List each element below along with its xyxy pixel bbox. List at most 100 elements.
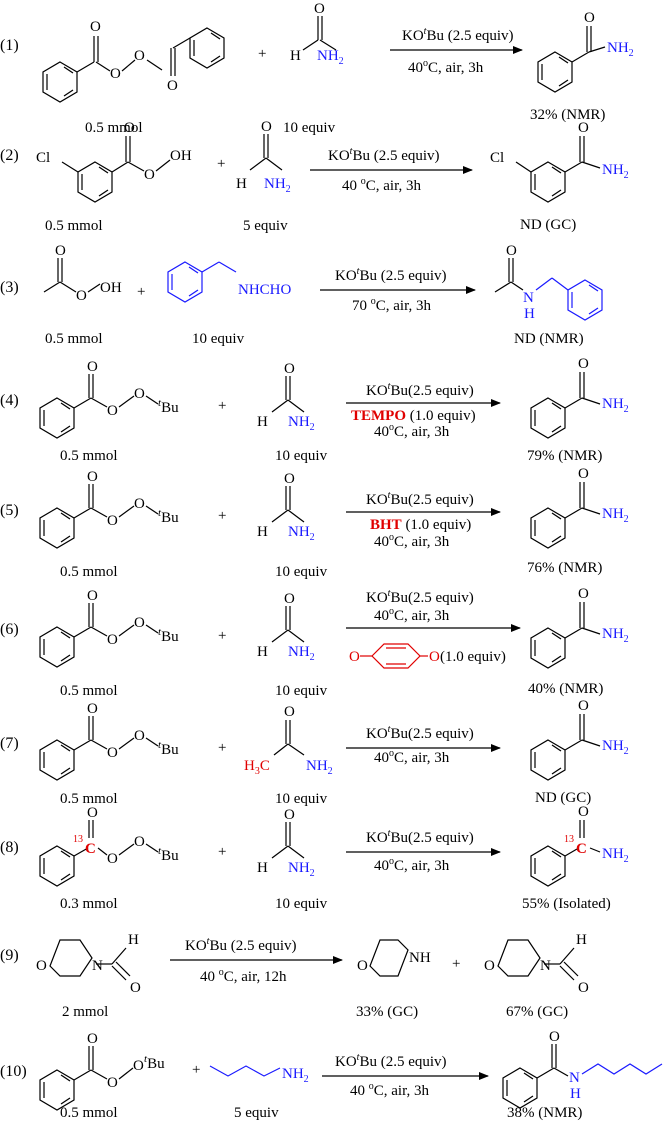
atom-H: H <box>524 306 535 322</box>
yield-label: 55% (Isolated) <box>522 896 611 912</box>
atom-O: O <box>314 1 325 17</box>
amount-label: 0.5 mmol <box>60 448 118 464</box>
amount-label: 10 equiv <box>275 448 328 464</box>
plus-sign: + <box>218 508 226 524</box>
reaction-number: (5) <box>0 502 19 519</box>
reaction-10: (10) O O O tBu 0.5 mmol + NH2 5 equiv KO… <box>0 1029 663 1121</box>
atom-NH2: NH2 <box>602 626 629 645</box>
yield-label: 79% (NMR) <box>527 448 602 464</box>
conditions-below: 40oC, air, 3h <box>408 58 484 76</box>
atom-O: O <box>167 78 178 94</box>
conditions-above: KOtBu (2.5 equiv) <box>402 26 514 44</box>
atom-O: O <box>134 728 145 744</box>
atom-O: O <box>76 288 87 304</box>
peracetic-acid-structure <box>43 258 101 293</box>
tbu-group: tBu <box>158 845 179 864</box>
tbpb-structure <box>39 484 159 549</box>
conditions-above: KOtBu (2.5 equiv) <box>185 936 297 954</box>
morpholine-product-structure <box>369 939 409 977</box>
yield-label: ND (GC) <box>535 790 591 806</box>
reaction-1: (1) O O O O 0.5 mmol + <box>0 1 634 136</box>
atom-O: O <box>107 1075 118 1091</box>
yield-label: ND (GC) <box>520 217 576 233</box>
n-benzylacetamide-product-structure <box>494 258 603 321</box>
conditions-below: 40 oC, air, 12h <box>200 967 287 985</box>
atom-NH: NH <box>409 950 431 966</box>
atom-O: O <box>107 851 118 867</box>
plus-sign: + <box>218 844 226 860</box>
yield-label: 38% (NMR) <box>507 1105 582 1121</box>
tbu-group: tBu <box>158 397 179 416</box>
atom-O: O <box>133 1058 144 1074</box>
tbu-group: tBu <box>144 1053 165 1072</box>
atom-H: H <box>570 1086 581 1102</box>
benzoquinone-structure <box>360 643 428 669</box>
atom-H: H <box>576 932 587 948</box>
amount-label: 10 equiv <box>283 120 336 136</box>
atom-O: O <box>134 48 145 64</box>
conditions-middle: 40oC, air, 3h <box>374 606 450 624</box>
amount-label: 10 equiv <box>275 791 328 807</box>
yield-label: 67% (GC) <box>506 1004 568 1020</box>
atom-O: O <box>578 466 589 482</box>
conditions-below: 40oC, air, 3h <box>374 856 450 874</box>
benzamide-product-structure <box>530 482 601 549</box>
atom-OH: OH <box>170 148 192 164</box>
yield-label: 40% (NMR) <box>528 681 603 697</box>
amount-label: 10 equiv <box>275 683 328 699</box>
atom-O: O <box>87 469 98 485</box>
conditions-above: KOtBu(2.5 equiv) <box>366 724 474 742</box>
atom-H: H <box>257 644 268 660</box>
amount-label: 0.5 mmol <box>85 120 143 136</box>
atom-O: O <box>578 804 589 820</box>
atom-O: O <box>144 167 155 183</box>
atom-O: O <box>578 980 589 996</box>
tbpb-structure <box>39 374 159 439</box>
additive-line: BHT (1.0 equiv) <box>370 517 471 533</box>
labeled-tbpb-structure <box>39 820 159 887</box>
atom-O: O <box>578 698 589 714</box>
formamide-structure <box>249 134 283 171</box>
atom-O: O <box>261 119 272 135</box>
atom-N: N <box>523 290 534 306</box>
reaction-3: (3) O O OH 0.5 mmol + NHCHO 10 equiv KOt… <box>0 243 603 347</box>
atom-O: O <box>134 496 145 512</box>
plus-sign: + <box>218 740 226 756</box>
isotope-label: 13 <box>73 834 83 845</box>
atom-O: O <box>87 359 98 375</box>
amount-label: 0.3 mmol <box>60 896 118 912</box>
n-formylmorpholine-structure <box>49 939 131 981</box>
reaction-9: (9) O N H O 2 mmol KOtBu (2.5 equiv) 40 … <box>0 932 589 1020</box>
plus-sign: + <box>218 628 226 644</box>
atom-NH2: NH2 <box>264 176 291 195</box>
atom-H: H <box>257 414 268 430</box>
conditions-below: 40 oC, air, 3h <box>350 1081 429 1099</box>
plus-sign: + <box>218 398 226 414</box>
atom-O: O <box>107 632 118 648</box>
amount-label: 0.5 mmol <box>45 218 103 234</box>
atom-Cl: Cl <box>36 150 50 166</box>
atom-NH2: NH2 <box>602 162 629 181</box>
plus-sign: + <box>452 956 460 972</box>
conditions-above: KOtBu(2.5 equiv) <box>366 828 474 846</box>
reaction-4: (4) O O O tBu 0.5 mmol + O H NH2 10 equi… <box>0 356 629 464</box>
atom-O: O <box>90 19 101 35</box>
atom-O: O <box>130 980 141 996</box>
atom-O: O <box>134 615 145 631</box>
atom-O: O <box>284 361 295 377</box>
atom-O: O <box>134 834 145 850</box>
reaction-number: (9) <box>0 947 19 964</box>
atom-NH2: NH2 <box>602 738 629 757</box>
atom-O: O <box>284 471 295 487</box>
atom-O: O <box>284 807 295 823</box>
plus-sign: + <box>137 284 145 300</box>
atom-NH2: NH2 <box>288 414 315 433</box>
atom-NH2: NH2 <box>288 860 315 879</box>
atom-O: O <box>55 243 66 259</box>
reaction-2: (2) Cl O O OH 0.5 mmol + O H NH2 5 equiv <box>0 119 629 234</box>
benzamide-product-structure <box>530 714 601 781</box>
atom-NH2: NH2 <box>306 758 333 777</box>
amount-label: 0.5 mmol <box>45 331 103 347</box>
atom-O: O <box>429 649 440 665</box>
